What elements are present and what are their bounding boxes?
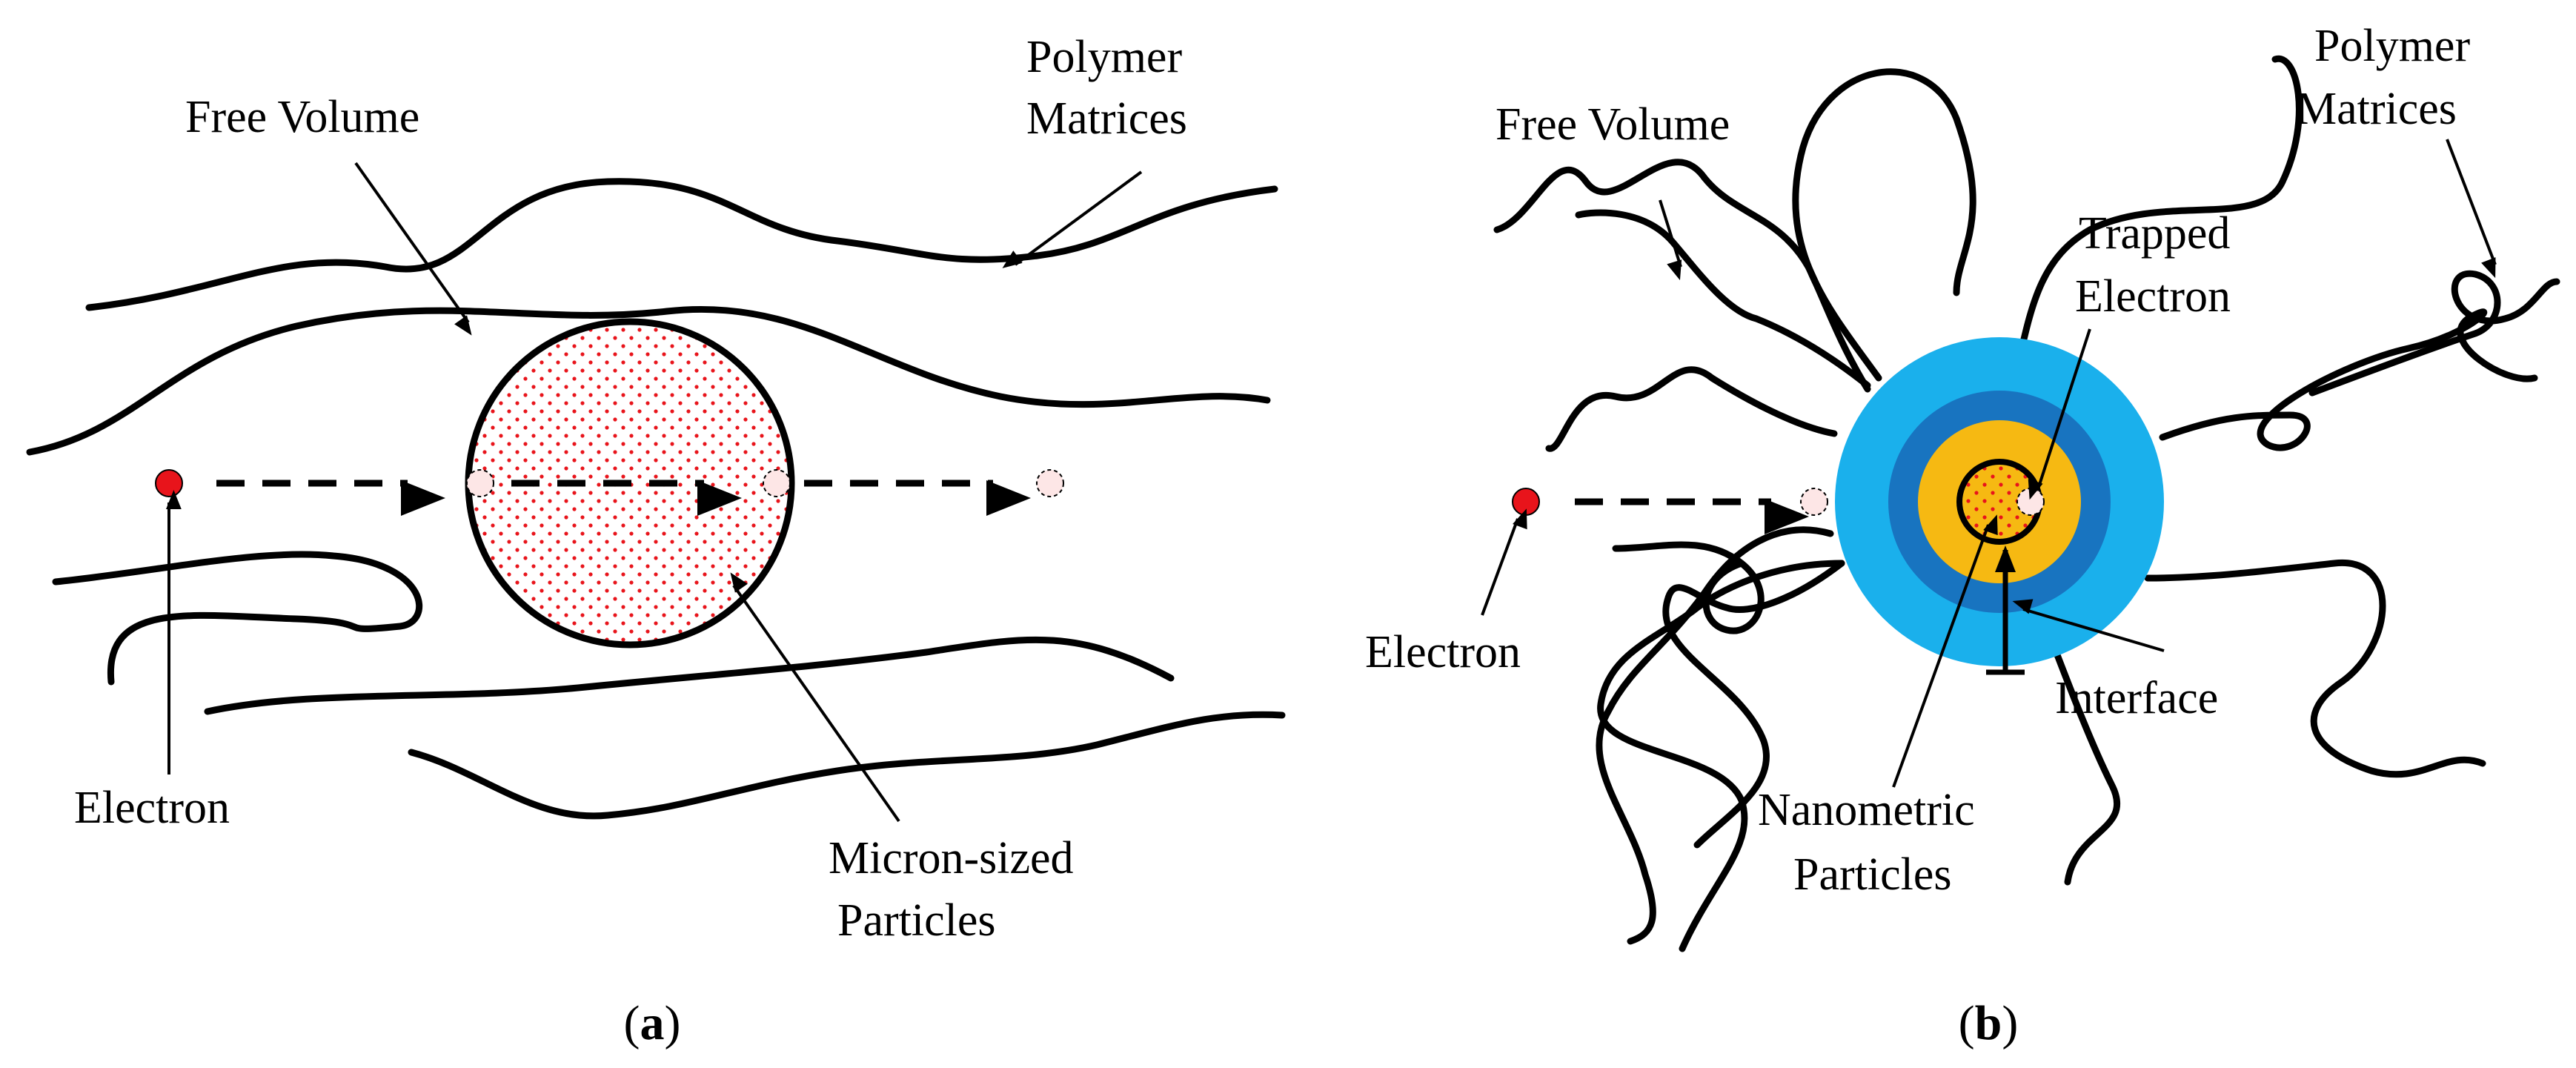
polymer-chain: [2159, 308, 2538, 451]
polymer-chain: [1597, 560, 1845, 952]
ghost-electron-icon: [1036, 469, 1064, 497]
polymer-chain: [2308, 270, 2560, 397]
polymer-chain: [2042, 620, 2121, 886]
polymer-chain: [2012, 55, 2303, 378]
polymer-chain: [204, 636, 1175, 715]
polymer-chain: [2144, 560, 2486, 778]
polymer-matrices-label-line2: Matrices: [2296, 84, 2457, 134]
nanometric-particles-label-line1: Nanometric: [1758, 785, 1975, 835]
polymer-chain: [1575, 209, 1871, 389]
panel-b: Free Volume Polymer Matrices Trapped Ele…: [1365, 21, 2560, 1050]
free-volume-label: Free Volume: [185, 92, 419, 142]
arrowhead-up-icon: [1995, 545, 2016, 572]
micron-particles-label-line1: Micron-sized: [829, 833, 1074, 883]
electron-icon: [1512, 488, 1540, 516]
micron-particles-label-line2: Particles: [837, 895, 996, 946]
pointer-arrow: [2012, 599, 2165, 652]
polymer-chain: [1792, 68, 1976, 382]
polymer-chain: [1662, 560, 1845, 849]
polymer-chain: [1596, 526, 1834, 945]
electron-label: Electron: [1365, 627, 1521, 677]
polymer-chain: [26, 305, 1271, 456]
polymer-matrices-label-line2: Matrices: [1026, 93, 1187, 144]
pointer-arrow: [1481, 508, 1527, 616]
polymer-chain: [85, 178, 1278, 311]
polymer-chain: [1612, 541, 1765, 634]
interface-label: Interface: [2055, 673, 2218, 723]
polymer-chain: [1545, 366, 1838, 452]
trapped-electron-label-line2: Electron: [2075, 271, 2231, 322]
pointer-arrow: [730, 572, 900, 823]
polymer-chain: [408, 711, 1286, 820]
pointer-arrow: [1659, 199, 1682, 281]
trapped-electron-label-line1: Trapped: [2079, 208, 2230, 259]
pointer-arrow: [1002, 170, 1143, 268]
polymer-chain: [52, 551, 423, 686]
panel-a: Free Volume Polymer Matrices Electron Mi…: [26, 32, 1286, 1050]
pointer-arrow: [354, 162, 472, 336]
trapped-electron-icon: [2016, 488, 2045, 516]
polymer-matrices-label-line1: Polymer: [1026, 32, 1182, 82]
polymer-matrices-label-line1: Polymer: [2314, 21, 2470, 71]
pointer-arrow: [2446, 139, 2497, 279]
ghost-electron-icon: [466, 469, 494, 497]
polymer-chain: [1493, 159, 1871, 393]
nanometric-particles-label-line2: Particles: [1793, 849, 1952, 900]
ghost-electron-icon: [1800, 488, 1828, 516]
pointer-arrow: [2028, 328, 2091, 500]
panel-a-caption: (a): [624, 996, 681, 1050]
electron-icon: [155, 469, 183, 497]
panel-b-caption: (b): [1959, 996, 2019, 1050]
electron-label: Electron: [74, 783, 230, 833]
ghost-electron-icon: [763, 469, 791, 497]
pointer-arrow: [1892, 514, 1998, 788]
free-volume-label: Free Volume: [1496, 99, 1730, 150]
